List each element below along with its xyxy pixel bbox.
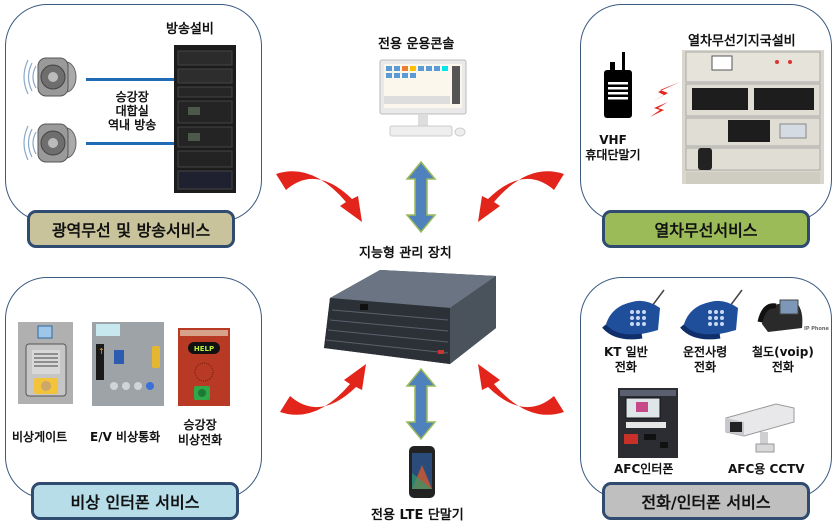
broadcast-rack-image [174, 45, 236, 193]
management-device-image [324, 270, 496, 364]
console-label: 전용 운용콘솔 [378, 37, 455, 52]
emergency-intercom-label: 비상 인터폰 서비스 [31, 482, 239, 520]
caption-line: 비상전화 [178, 433, 223, 447]
help-text: HELP [194, 345, 214, 353]
ip-phone-tag: IP Phone [804, 326, 829, 332]
kt-phone-image [602, 289, 665, 340]
operation-console-image [379, 59, 467, 137]
caption-line: 역내 방송 [108, 118, 157, 132]
caption-line: 대합실 [115, 104, 149, 118]
red-arrow-top-right [478, 171, 564, 222]
caption-line: 승강장 [183, 418, 217, 432]
afc-cctv-label: AFC용 CCTV [728, 462, 805, 476]
base-station-rack-image [682, 50, 824, 184]
bidirectional-arrow-bottom [405, 367, 437, 441]
handheld-caption: VHF 휴대단말기 [584, 133, 642, 163]
broadcast-service-label: 광역무선 및 방송서비스 [27, 210, 235, 248]
elevator-call-label: E/V 비상통화 [90, 430, 161, 444]
red-arrow-bottom-right [478, 364, 564, 415]
caption-line: 휴대단말기 [585, 148, 641, 162]
cctv-camera-image [725, 403, 795, 453]
red-arrow-bottom-left [280, 364, 366, 415]
caption-line: 철도(voip) [752, 345, 814, 359]
speaker-icon [23, 123, 77, 163]
train-radio-equipment-label: 열차무선기지국설비 [688, 34, 796, 49]
radio-signal-icon [650, 82, 680, 117]
platform-emergency-phone-image: HELP [178, 328, 230, 406]
management-device-label: 지능형 관리 장치 [359, 246, 452, 261]
elevator-intercom-image: ↑ [92, 322, 164, 406]
caption-line: 운전사령 [683, 345, 728, 359]
caption-line: VHF [599, 133, 627, 147]
afc-intercom-label: AFC인터폰 [614, 462, 674, 476]
caption-line: 전화 [771, 360, 794, 374]
caption-line: KT 일반 [604, 345, 648, 359]
speaker-line [86, 142, 174, 145]
lte-terminal-image [409, 446, 435, 498]
platform-phone-label: 승강장 비상전화 [178, 418, 222, 448]
phone-intercom-label: 전화/인터폰 서비스 [602, 482, 810, 520]
voip-phone-image: IP Phone [757, 299, 829, 332]
broadcast-equipment-label: 방송설비 [166, 22, 214, 37]
emergency-gate-image [18, 322, 73, 404]
caption-line: 전화 [694, 360, 717, 374]
voip-phone-label: 철도(voip) 전화 [752, 345, 814, 375]
svg-text:↑: ↑ [98, 347, 105, 356]
dispatcher-phone-label: 운전사령 전화 [683, 345, 727, 375]
walkie-talkie-icon [604, 52, 632, 118]
speaker-line [86, 78, 174, 81]
caption-line: 승강장 [115, 90, 149, 104]
train-radio-service-label: 열차무선서비스 [602, 210, 810, 248]
afc-intercom-image [618, 388, 678, 458]
red-arrow-top-left [276, 171, 362, 222]
emergency-gate-label: 비상게이트 [12, 430, 68, 444]
dispatcher-phone-image [680, 289, 743, 340]
kt-phone-label: KT 일반 전화 [604, 345, 648, 375]
speaker-icon [23, 57, 77, 97]
speaker-caption: 승강장 대합실 역내 방송 [108, 90, 156, 132]
lte-terminal-label: 전용 LTE 단말기 [371, 508, 464, 523]
bidirectional-arrow-top [405, 160, 437, 234]
caption-line: 전화 [614, 360, 637, 374]
